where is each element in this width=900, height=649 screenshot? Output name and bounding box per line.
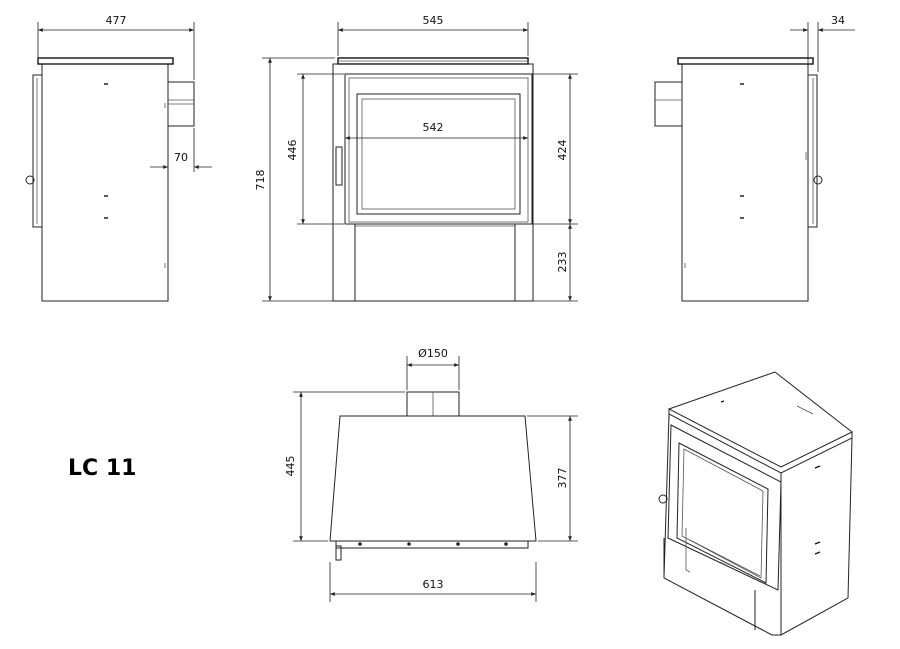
dim-base-height: 233 xyxy=(556,252,569,273)
front-view: 545 542 718 446 424 233 xyxy=(254,14,578,302)
isometric-view xyxy=(658,371,853,636)
model-label: LC 11 xyxy=(68,456,136,481)
top-view: Ø150 445 377 613 xyxy=(284,347,578,602)
dim-glass-width: 542 xyxy=(423,121,444,134)
dim-handle-projection: 34 xyxy=(831,14,845,27)
dim-front-width: 545 xyxy=(423,14,444,27)
dim-flue-offset: 70 xyxy=(174,151,188,164)
dim-side-depth: 477 xyxy=(106,14,127,27)
dim-top-depth: 445 xyxy=(284,456,297,477)
dim-flue-diameter: Ø150 xyxy=(418,347,448,360)
dim-top-body-depth: 377 xyxy=(556,468,569,489)
side-view-right: 34 xyxy=(654,14,855,302)
dim-top-width: 613 xyxy=(423,578,444,591)
dim-door-height-right: 424 xyxy=(556,140,569,161)
dim-door-height-left: 446 xyxy=(286,140,299,161)
dim-total-height: 718 xyxy=(254,170,267,191)
side-view-left: 477 70 xyxy=(25,14,212,302)
